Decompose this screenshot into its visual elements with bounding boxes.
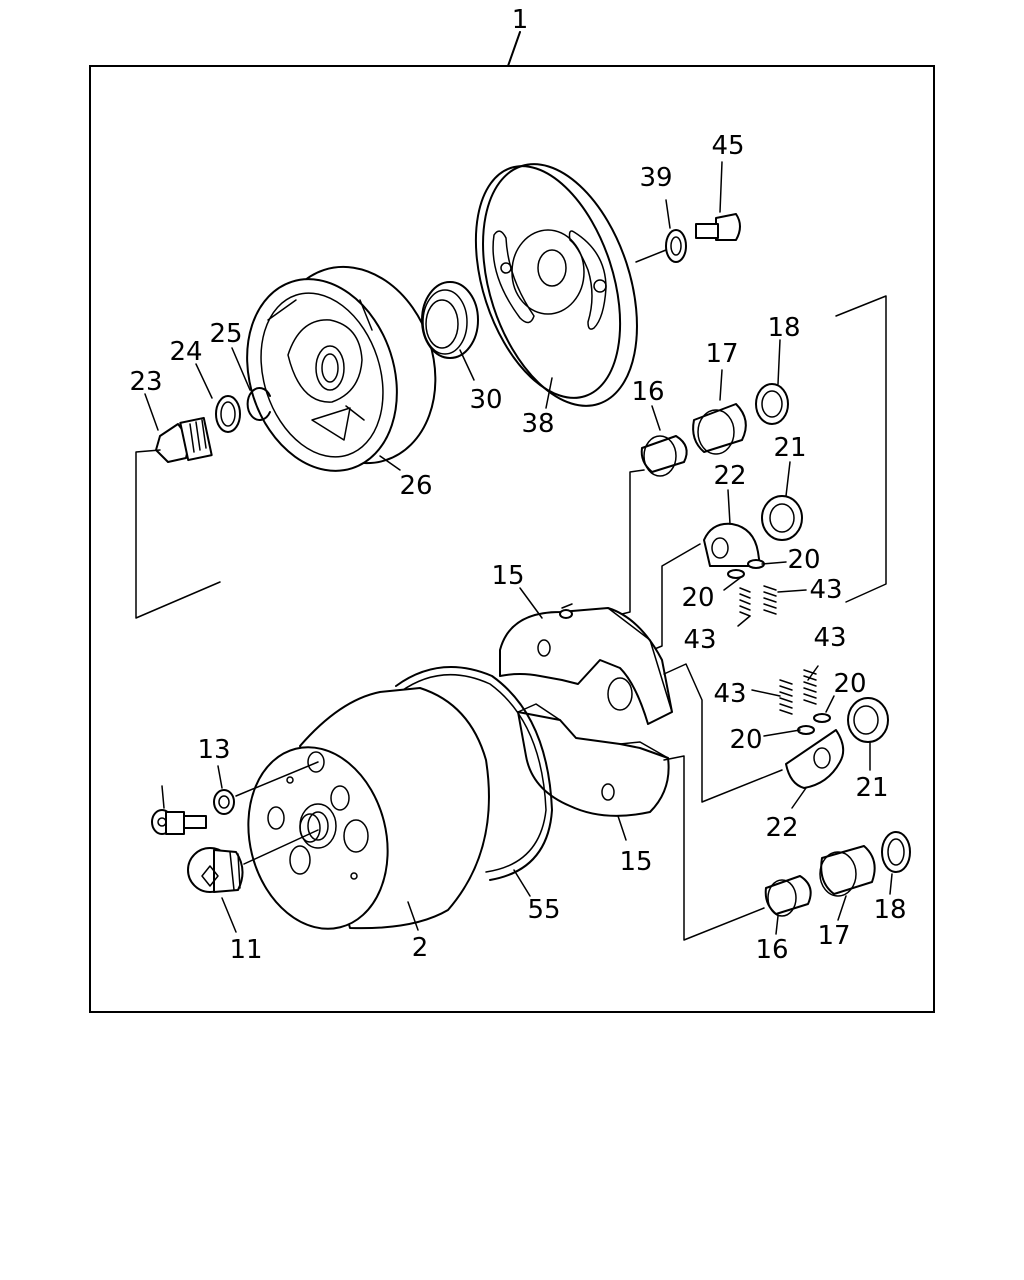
label-1: 1 xyxy=(512,5,529,35)
springs-43-upper xyxy=(739,585,777,617)
end-cover-2 xyxy=(247,687,490,930)
washer-13 xyxy=(213,789,235,815)
label-39: 39 xyxy=(639,163,672,193)
label-21-upper: 21 xyxy=(773,433,806,463)
washer-39 xyxy=(665,229,687,263)
vane-22-lower xyxy=(785,729,845,789)
ring-18-upper xyxy=(755,383,789,425)
seal-21-lower xyxy=(847,697,889,743)
label-43-d: 43 xyxy=(713,679,746,709)
seal-21-upper xyxy=(761,495,803,541)
bolt-12 xyxy=(151,809,207,835)
label-43-a: 43 xyxy=(809,575,842,605)
label-2: 2 xyxy=(412,933,429,963)
label-45: 45 xyxy=(711,131,744,161)
plug-11 xyxy=(187,847,244,893)
label-20-c: 20 xyxy=(833,669,866,699)
balls-20-upper xyxy=(727,559,765,579)
label-20-d: 20 xyxy=(729,725,762,755)
label-20-b: 20 xyxy=(681,583,714,613)
label-21-lower: 21 xyxy=(855,773,888,803)
label-18-upper: 18 xyxy=(767,313,800,343)
ring-18-lower xyxy=(881,831,911,873)
label-15-lower: 15 xyxy=(619,847,652,877)
label-55: 55 xyxy=(527,895,560,925)
sleeve-16-upper xyxy=(640,435,688,477)
sleeve-17-lower xyxy=(819,845,876,897)
washer-24 xyxy=(215,395,241,433)
snap-ring-25 xyxy=(246,387,271,421)
label-24: 24 xyxy=(169,337,202,367)
sleeve-17-upper xyxy=(692,403,747,455)
label-15-upper: 15 xyxy=(491,561,524,591)
assembly-leader xyxy=(507,31,521,67)
label-23: 23 xyxy=(129,367,162,397)
label-22-upper: 22 xyxy=(713,461,746,491)
screw-45 xyxy=(695,213,741,241)
label-22-lower: 22 xyxy=(765,813,798,843)
label-43-c: 43 xyxy=(813,623,846,653)
label-30: 30 xyxy=(469,385,502,415)
label-13: 13 xyxy=(197,735,230,765)
label-18-lower: 18 xyxy=(873,895,906,925)
assembly-frame xyxy=(89,65,935,1013)
plate-38 xyxy=(474,163,638,407)
label-20-a: 20 xyxy=(787,545,820,575)
label-11: 11 xyxy=(229,935,262,965)
balls-20-lower xyxy=(797,713,831,735)
label-43-b: 43 xyxy=(683,625,716,655)
label-17-upper: 17 xyxy=(705,339,738,369)
label-16-lower: 16 xyxy=(755,935,788,965)
o-ring-55 xyxy=(395,666,553,881)
label-26: 26 xyxy=(399,471,432,501)
impeller-26 xyxy=(246,265,437,472)
label-38: 38 xyxy=(521,409,554,439)
label-17-lower: 17 xyxy=(817,921,850,951)
label-25: 25 xyxy=(209,319,242,349)
plug-23 xyxy=(155,416,213,463)
sleeve-16-lower xyxy=(764,875,812,917)
bearing-30 xyxy=(421,281,479,359)
label-16-upper: 16 xyxy=(631,377,664,407)
vane-22-upper xyxy=(703,522,761,567)
rotor-15-upper xyxy=(499,603,673,725)
